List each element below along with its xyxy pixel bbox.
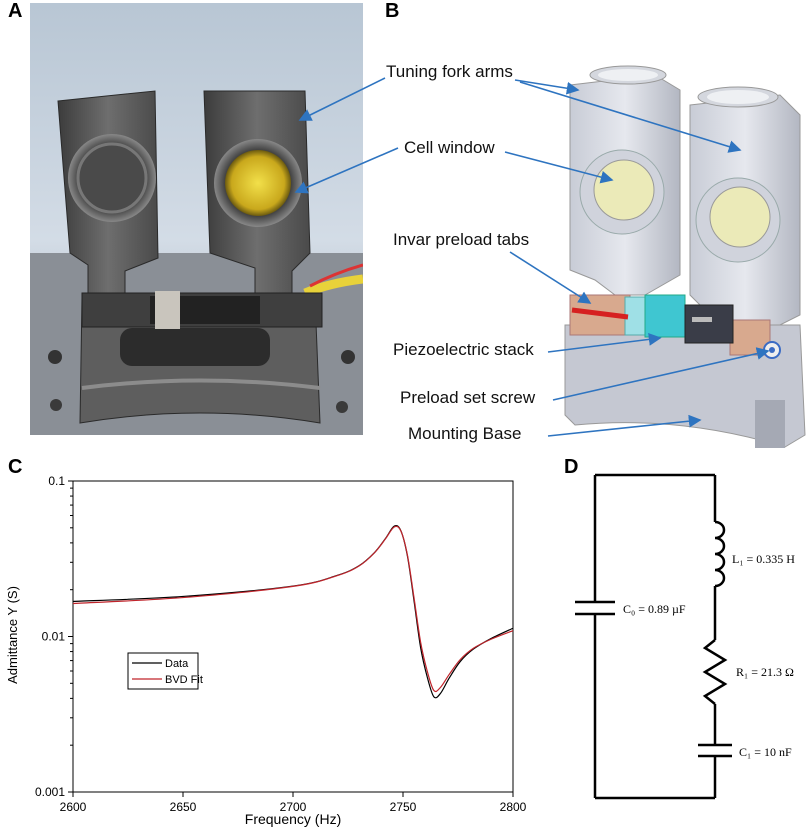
label-cell-window: Cell window [404,138,495,157]
label-r1: R₁ = 21.3 Ω [736,665,794,679]
y-tick-label: 0.1 [48,474,65,488]
label-preload-set-screw: Preload set screw [400,388,536,407]
label-piezoelectric-stack: Piezoelectric stack [393,340,534,359]
label-invar-preload-tabs: Invar preload tabs [393,230,530,249]
tuning-fork-cad-drawing [564,65,806,448]
x-axis-label: Frequency (Hz) [245,811,341,827]
bvd-circuit-diagram: C₀ = 0.89 µF L₁ = 0.335 H R₁ = 21.3 Ω C₁… [575,473,795,800]
label-c1: C₁ = 10 nF [739,745,792,759]
x-tick-label: 2750 [390,800,417,814]
x-tick-label: 2700 [280,800,307,814]
x-tick-label: 2800 [500,800,527,814]
panel-c-letter: C [8,456,23,478]
legend-box [127,652,199,690]
legend: Data BVD Fit [127,652,203,690]
tuning-fork-photo [30,3,363,435]
resistor-r1 [702,639,728,705]
y-tick-label: 0.01 [42,630,66,644]
x-tick-label: 2600 [60,800,87,814]
plot-frame [72,480,514,793]
x-tick-label: 2650 [170,800,197,814]
label-mounting-base: Mounting Base [408,424,522,443]
panel-b-letter: B [385,0,400,22]
legend-data-label: Data [165,658,189,670]
y-tick-label: 0.001 [35,785,65,799]
inductor-l1 [714,520,726,588]
panel-d-letter: D [564,456,579,478]
label-l1: L₁ = 0.335 H [732,552,795,566]
legend-fit-label: BVD Fit [165,674,203,686]
series-line-bvd-fit [72,525,514,693]
label-tuning-fork-arms: Tuning fork arms [386,62,513,81]
label-c0: C₀ = 0.89 µF [623,602,686,616]
panel-a-letter: A [8,0,23,22]
admittance-chart: 0.1 0.01 0.001 2600 2650 2700 2750 2800 Admitt… [5,474,527,827]
y-axis-label: Admittance Y (S) [5,586,20,684]
